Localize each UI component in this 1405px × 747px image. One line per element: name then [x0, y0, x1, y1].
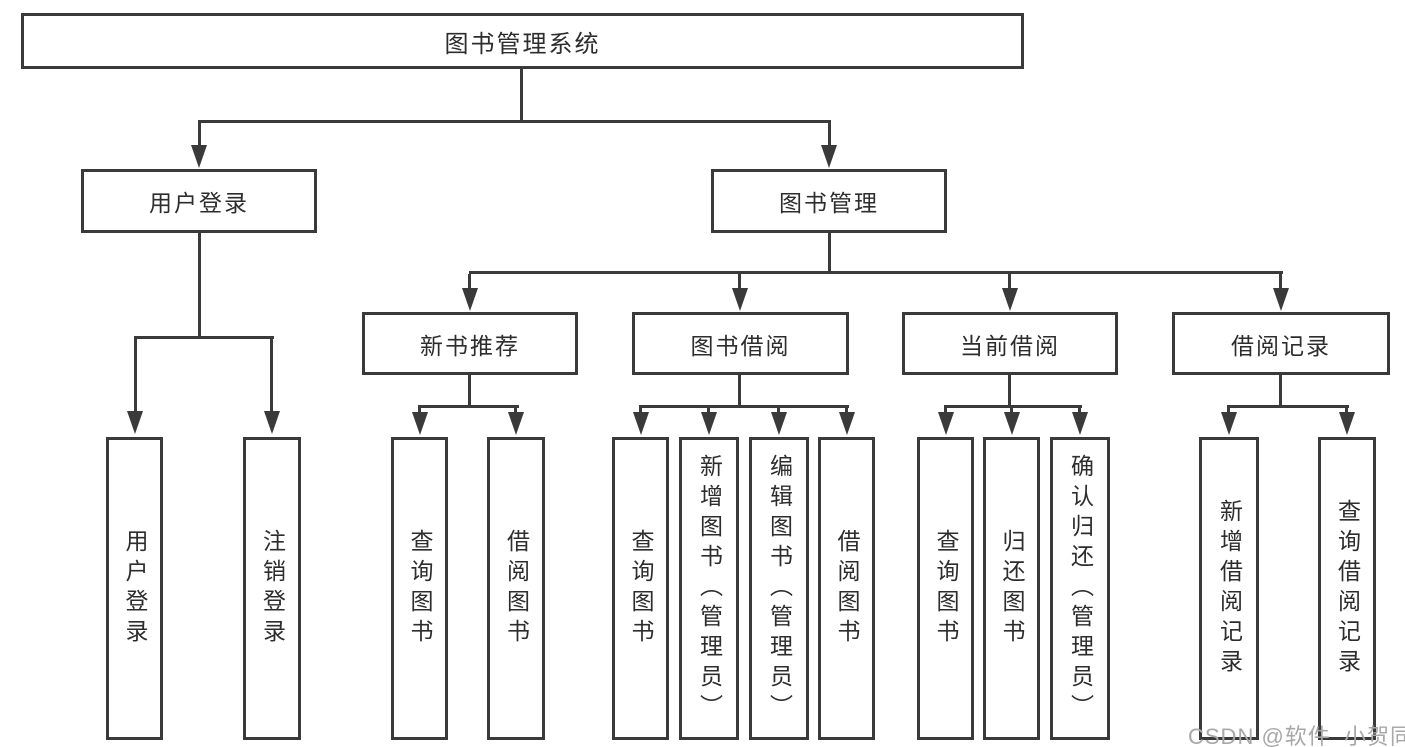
arrow-head-icon: [632, 412, 649, 435]
connector-line: [270, 339, 273, 412]
connector-line: [1008, 375, 1011, 407]
node-confirm-return-admin: 确认归还（管理员）: [1050, 437, 1110, 740]
arrow-head-icon: [1071, 412, 1088, 435]
arrow-head-icon: [1001, 288, 1018, 311]
arrow-head-icon: [937, 412, 954, 435]
connector-line: [1279, 375, 1282, 407]
node-label: 借阅图书: [503, 528, 530, 649]
connector-line: [520, 69, 523, 123]
node-book-borrow: 图书借阅: [632, 312, 849, 375]
arrow-head-icon: [1338, 412, 1355, 435]
connector-line: [1008, 274, 1011, 290]
csdn-watermark: CSDN @软件_小贺同学: [1188, 724, 1405, 747]
connector-line: [418, 405, 519, 408]
arrow-head-icon: [411, 412, 428, 435]
node-new-book-recommend: 新书推荐: [362, 312, 578, 375]
arrow-head-icon: [1003, 412, 1020, 435]
node-borrow-books-2: 借阅图书: [818, 437, 875, 740]
connector-line: [707, 408, 710, 414]
connector-line: [828, 123, 831, 146]
arrow-head-icon: [770, 412, 787, 435]
node-label: 查询借阅记录: [1334, 498, 1361, 679]
node-query-books-2: 查询图书: [612, 437, 669, 740]
connector-line: [828, 233, 831, 273]
node-label: 查询图书: [933, 528, 959, 649]
node-add-borrow-record: 新增借阅记录: [1199, 437, 1259, 740]
node-return-books: 归还图书: [983, 437, 1040, 740]
connector-line: [777, 408, 780, 414]
node-query-books-3: 查询图书: [917, 437, 974, 740]
node-label: 借阅图书: [834, 528, 860, 649]
node-current-borrow: 当前借阅: [902, 312, 1118, 375]
connector-line: [738, 375, 741, 407]
arrow-head-icon: [700, 412, 717, 435]
arrow-head-icon: [731, 288, 748, 311]
connector-line: [198, 123, 201, 146]
connector-line: [514, 408, 517, 414]
connector-line: [845, 408, 848, 414]
arrow-head-icon: [1272, 288, 1289, 311]
connector-line: [639, 408, 642, 414]
connector-line: [1227, 405, 1349, 408]
arrow-head-icon: [461, 288, 478, 311]
connector-line: [134, 336, 274, 339]
connector-line: [469, 271, 1283, 274]
node-add-books-admin: 新增图书（管理员）: [679, 437, 739, 740]
connector-line: [198, 120, 831, 123]
node-label: 新增图书（管理员）: [696, 453, 723, 724]
node-edit-books-admin: 编辑图书（管理员）: [749, 437, 809, 740]
connector-line: [944, 408, 947, 414]
arrow-head-icon: [507, 412, 524, 435]
node-label: 查询图书: [628, 528, 654, 649]
node-label: 确认归还（管理员）: [1067, 453, 1094, 724]
node-label: 编辑图书（管理员）: [766, 453, 793, 724]
node-book-management: 图书管理: [711, 169, 947, 233]
node-root: 图书管理系统: [21, 13, 1024, 69]
node-label: 查询图书: [407, 528, 433, 649]
arrow-head-icon: [1220, 412, 1237, 435]
connector-line: [1078, 408, 1081, 414]
node-borrow-records: 借阅记录: [1172, 312, 1390, 375]
arrow-head-icon: [838, 412, 855, 435]
node-user-login: 用户登录: [81, 169, 317, 233]
connector-line: [1279, 274, 1282, 290]
node-label: 新增借阅记录: [1216, 498, 1243, 679]
connector-line: [468, 375, 471, 407]
arrow-head-icon: [820, 145, 837, 168]
connector-line: [134, 339, 137, 412]
node-query-books-1: 查询图书: [391, 437, 448, 740]
connector-line: [639, 405, 849, 408]
arrow-head-icon: [263, 411, 280, 434]
connector-line: [738, 274, 741, 290]
arrow-head-icon: [190, 145, 207, 168]
connector-line: [1345, 408, 1348, 414]
node-borrow-books-1: 借阅图书: [487, 437, 545, 740]
arrow-head-icon: [126, 411, 143, 434]
connector-line: [468, 274, 471, 290]
node-label: 用户登录: [122, 528, 148, 649]
node-logout: 注销登录: [243, 437, 301, 740]
node-label: 注销登录: [259, 528, 286, 649]
connector-line: [944, 405, 1082, 408]
connector-line: [1010, 408, 1013, 414]
connector-line: [198, 233, 201, 338]
node-query-borrow-record: 查询借阅记录: [1318, 437, 1376, 740]
node-label: 归还图书: [999, 528, 1025, 649]
connector-line: [1227, 408, 1230, 414]
connector-line: [418, 408, 421, 414]
node-user-login-action: 用户登录: [106, 437, 163, 740]
